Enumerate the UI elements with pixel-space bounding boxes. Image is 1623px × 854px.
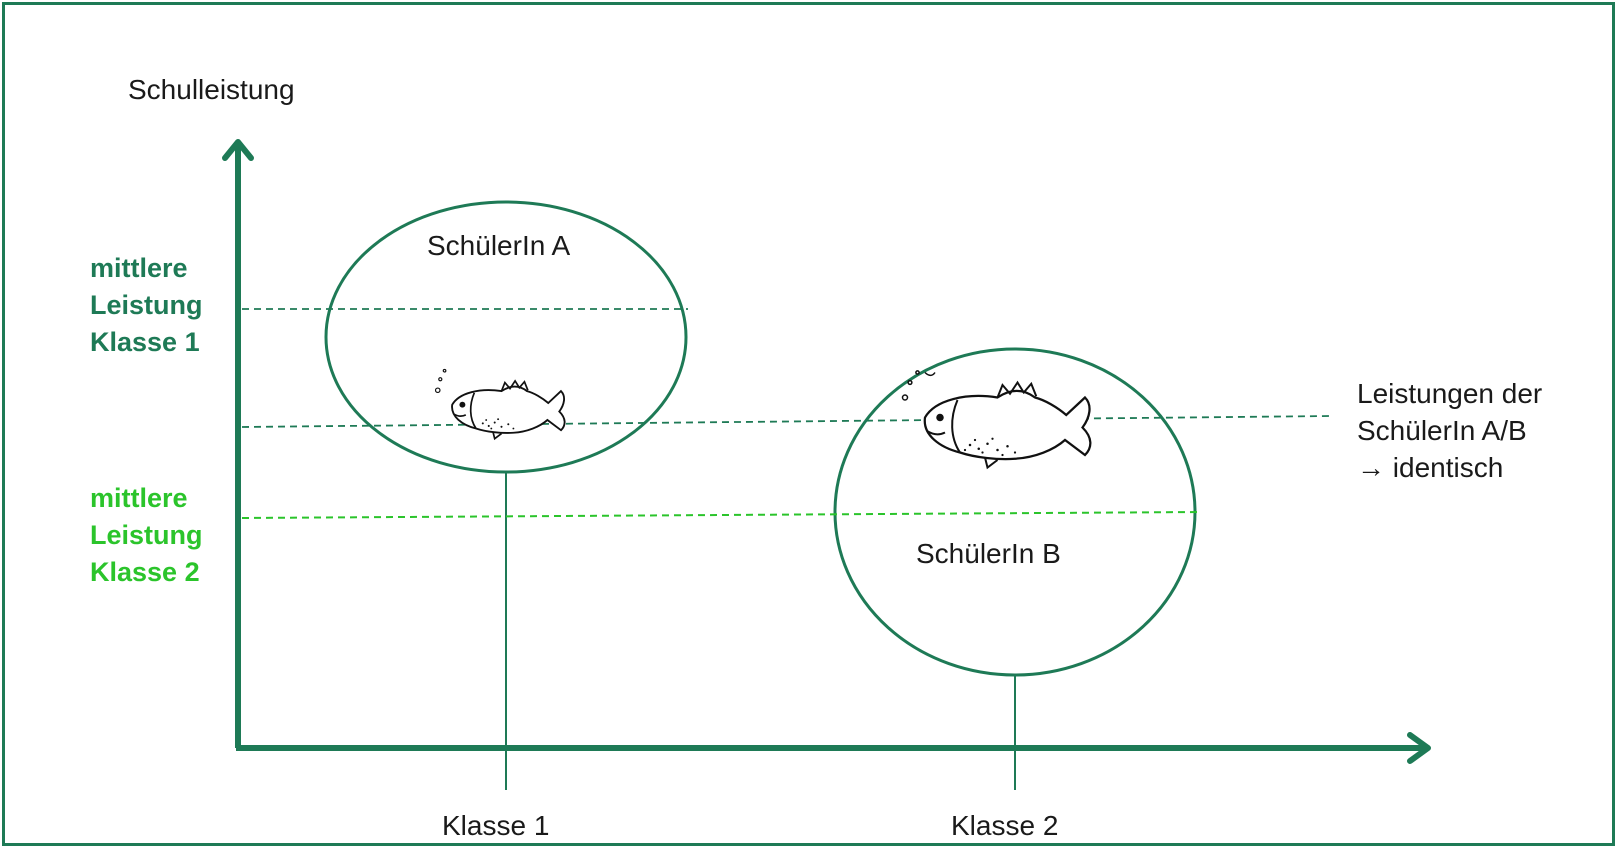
x-category-class2: Klasse 2 <box>951 810 1059 841</box>
x-category-class1: Klasse 1 <box>442 810 550 841</box>
class1-mean-label: mittlere Leistung Klasse 1 <box>90 250 203 361</box>
class2-mean-label-line2: Leistung <box>90 520 203 550</box>
identical-note-line2: SchülerIn A/B <box>1357 415 1527 446</box>
student-a-label: SchülerIn A <box>427 230 571 261</box>
class2-mean-label-line3: Klasse 2 <box>90 557 200 587</box>
identical-note-line3: → identisch <box>1357 452 1504 483</box>
student-b-label: SchülerIn B <box>916 538 1061 569</box>
fish-icon <box>434 368 566 441</box>
class2-mean-label: mittlere Leistung Klasse 2 <box>90 480 203 591</box>
y-axis-label: Schulleistung <box>128 74 295 105</box>
identical-note: Leistungen der SchülerIn A/B → identisch <box>1357 375 1542 486</box>
fish-icon <box>901 370 1092 470</box>
y-axis-arrow <box>222 139 254 161</box>
class2-mean-label-line1: mittlere <box>90 483 188 513</box>
x-axis-arrow <box>1407 732 1431 764</box>
class1-mean-label-line3: Klasse 1 <box>90 327 200 357</box>
class2-mean-line <box>241 511 1201 519</box>
identical-performance-line <box>241 415 1333 428</box>
identical-note-line1: Leistungen der <box>1357 378 1543 409</box>
class1-mean-label-line1: mittlere <box>90 253 188 283</box>
class1-mean-label-line2: Leistung <box>90 290 203 320</box>
